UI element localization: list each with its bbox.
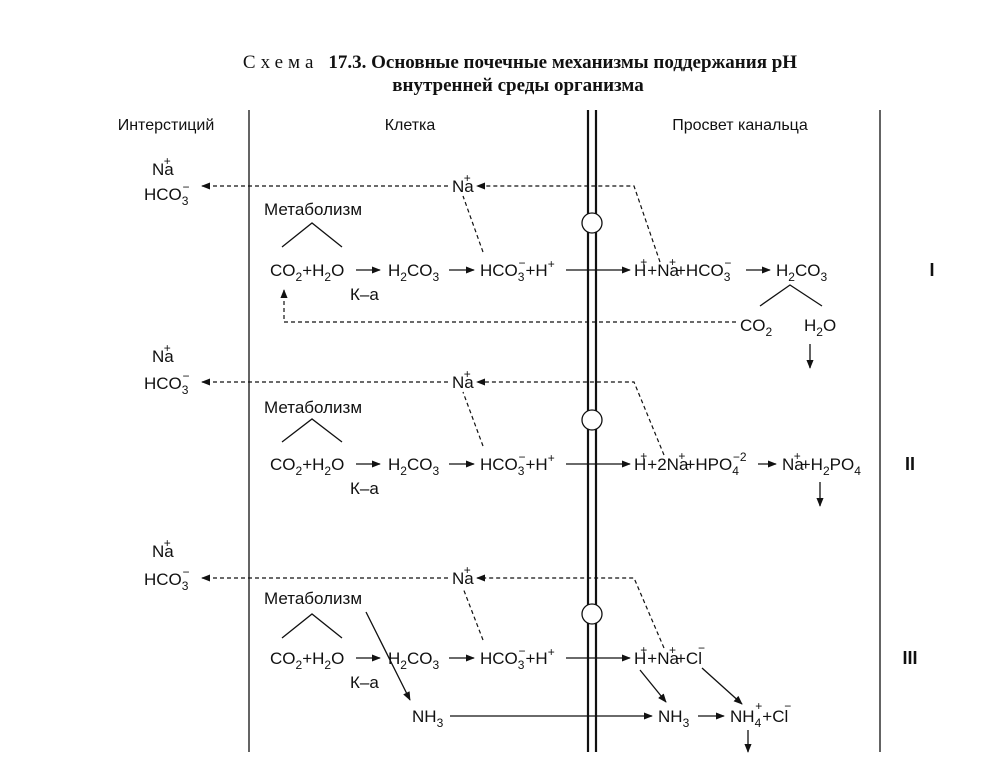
bicarbonate-plus-h: HCO3−+H+ — [480, 450, 555, 478]
co2-h2o: CO2+H2O — [270, 261, 344, 284]
bicarbonate-to-na-dash — [462, 587, 484, 641]
na-uptake-dash — [476, 574, 665, 649]
enzyme-label: К–а — [350, 285, 379, 304]
co2-h2o: CO2+H2O — [270, 455, 344, 478]
bicarbonate-interstitium: HCO3− — [144, 369, 189, 397]
ammonia-lumen: NH3 — [658, 707, 690, 730]
co2-h2o: CO2+H2O — [270, 649, 344, 672]
header-lumen: Просвет канальца — [672, 117, 808, 134]
co2-return-dash — [280, 289, 736, 323]
section-ii: Na+ HCO3− Na+ Метаболизм CO2+H2O К–а H2C… — [144, 341, 915, 507]
bicarbonate-to-na-dash — [462, 391, 484, 447]
na-uptake-dash — [476, 378, 665, 456]
transporter-i — [581, 212, 603, 234]
metabolism-branch — [281, 613, 343, 639]
bicarbonate-interstitium: HCO3− — [144, 565, 189, 593]
header-interstitium: Интерстиций — [118, 117, 215, 134]
roman-iii: III — [902, 648, 917, 668]
roman-ii: II — [905, 454, 915, 474]
diagram-title-line2: внутренней среды организма — [392, 75, 644, 96]
metabolism-branch — [281, 222, 343, 248]
lumen-dihydrogen-phosphate: Na++H2PO4 — [782, 449, 861, 478]
section-i: Na+ HCO3− Na+ Метаболизм CO2+H2O К–а H2C… — [144, 154, 935, 369]
lumen-co2: CO2 — [740, 316, 773, 339]
na-ion-interstitium: Na+ — [152, 341, 174, 366]
na-ion-cell: Na+ — [452, 563, 474, 588]
transporter-iii — [581, 603, 603, 625]
cl-to-ammonium-arrow — [701, 667, 743, 705]
bicarbonate-plus-h: HCO3−+H+ — [480, 256, 555, 284]
bicarbonate-to-na-dash — [462, 195, 484, 253]
metabolism-label: Метаболизм — [264, 589, 362, 608]
enzyme-label: К–а — [350, 673, 379, 692]
lumen-h2o: H2O — [804, 316, 836, 339]
ammonia-cell: NH3 — [412, 707, 444, 730]
na-ion-interstitium: Na+ — [152, 536, 174, 561]
h-to-ammonia-arrow — [639, 669, 667, 703]
lumen-carbonic-acid: H2CO3 — [776, 261, 827, 284]
na-uptake-dash — [476, 182, 661, 263]
lumen-h-na-phosphate: H++2Na++HPO4−2 — [634, 449, 747, 478]
metabolism-to-ammonia — [365, 611, 411, 701]
bicarbonate-interstitium: HCO3− — [144, 180, 189, 208]
na-ion-cell: Na+ — [452, 171, 474, 196]
na-ion-cell: Na+ — [452, 367, 474, 392]
carbonic-acid: H2CO3 — [388, 649, 439, 672]
lumen-h-na-cl: H++Na++Cl− — [634, 641, 705, 668]
ammonium-chloride: NH4++Cl− — [730, 699, 791, 730]
carbonic-acid: H2CO3 — [388, 261, 439, 284]
metabolism-branch — [281, 418, 343, 443]
section-iii: Na+ HCO3− Na+ Метаболизм CO2+H2O К–а H2C… — [144, 536, 918, 753]
na-ion-interstitium: Na+ — [152, 154, 174, 179]
lumen-h-na-bicarbonate: H++Na++HCO3− — [634, 255, 731, 284]
lumen-branch — [759, 284, 823, 307]
bicarbonate-plus-h: HCO3−+H+ — [480, 644, 555, 672]
carbonic-acid: H2CO3 — [388, 455, 439, 478]
enzyme-label: К–а — [350, 479, 379, 498]
metabolism-label: Метаболизм — [264, 398, 362, 417]
header-cell: Клетка — [385, 117, 436, 134]
roman-i: I — [929, 260, 934, 280]
transporter-ii — [581, 409, 603, 431]
metabolism-label: Метаболизм — [264, 200, 362, 219]
